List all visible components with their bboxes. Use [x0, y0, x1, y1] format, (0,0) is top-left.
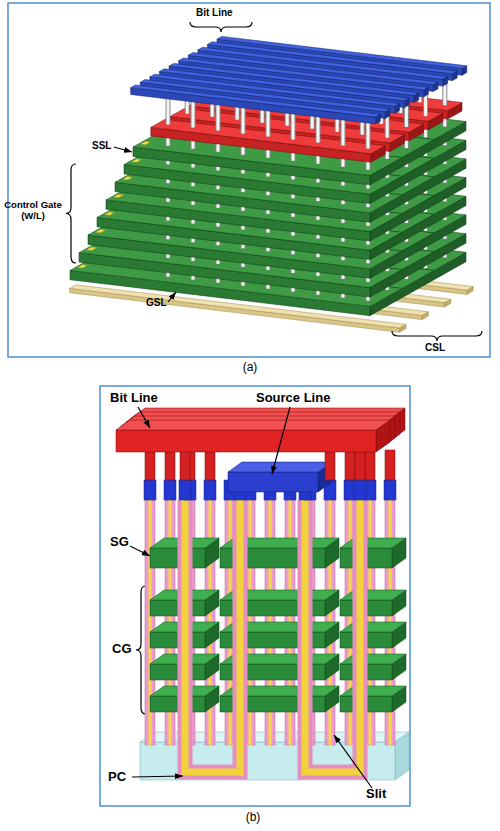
panel-frame — [8, 3, 490, 357]
bracket — [190, 22, 252, 32]
pillar-contact — [204, 480, 216, 500]
channel-pillar — [166, 97, 171, 124]
channel-pillar — [217, 103, 220, 130]
staircase-contact — [96, 230, 106, 233]
bit-line-post — [145, 450, 155, 480]
leader-arrow — [114, 147, 132, 152]
pillar-contact — [354, 480, 366, 500]
bit-line — [131, 88, 376, 124]
bit-line-post — [345, 450, 355, 480]
panel-frame — [100, 386, 410, 806]
bracket — [66, 164, 76, 263]
leader-arrow — [334, 735, 372, 788]
bit-line-post — [325, 450, 335, 480]
u-shaped-pillar — [305, 500, 360, 772]
bit-line-label: Bit Line — [196, 7, 233, 19]
cg-label: CG — [112, 642, 132, 657]
control-gate-bar — [340, 622, 406, 632]
channel-pillar — [342, 118, 345, 145]
u-shaped-pillar — [185, 500, 240, 772]
bracket — [392, 331, 482, 341]
bit-line-post — [355, 450, 365, 480]
csl-label: CSL — [425, 342, 445, 354]
control-gate-bar — [340, 654, 406, 664]
leader-arrow — [132, 776, 183, 777]
channel-pillar — [266, 109, 271, 136]
select-gate-bar — [340, 538, 406, 548]
u-shaped-pillar-core — [305, 500, 360, 772]
gsl-label: GSL — [146, 297, 167, 309]
bit-line-post — [385, 450, 395, 480]
bit-line-slab — [116, 430, 376, 452]
control-gate-bar — [340, 590, 406, 600]
channel-pillar — [167, 97, 170, 124]
source-line-block — [228, 462, 332, 472]
channel-pillar — [316, 115, 321, 142]
panel-caption: (a) — [243, 361, 258, 375]
staircase-contact — [78, 265, 88, 268]
staircase-contact — [114, 194, 124, 197]
bit-line — [131, 85, 381, 117]
u-shaped-pillar-core — [185, 500, 240, 772]
panel-caption: (b) — [246, 811, 261, 825]
bit-line-post — [365, 450, 375, 480]
channel-pillar — [216, 103, 221, 130]
staircase-contact — [141, 141, 151, 144]
channel-pillar — [317, 115, 320, 142]
staircase-contact — [105, 212, 115, 215]
pbics-illustration — [116, 408, 409, 780]
leader-arrow — [168, 292, 176, 302]
staircase-contact — [87, 247, 97, 250]
leader-arrow — [138, 407, 150, 428]
channel-pillar — [192, 100, 195, 127]
channel-pillar — [367, 121, 370, 148]
channel-pillar — [292, 112, 295, 139]
bit-line-post — [180, 450, 190, 480]
bit-line-post — [205, 450, 215, 480]
vnand-array-illustration — [70, 36, 474, 332]
channel-pillar — [291, 112, 296, 139]
staircase-contact — [132, 159, 142, 162]
staircase-contact — [123, 177, 133, 180]
pc-label: PC — [108, 770, 126, 785]
bit-line-slab — [116, 420, 390, 430]
channel-pillar — [267, 109, 270, 136]
bit-line-post — [165, 450, 175, 480]
sg-label: SG — [110, 535, 129, 550]
channel-pillar — [191, 100, 196, 127]
source-line-block — [228, 472, 318, 492]
pillar-contact — [179, 480, 191, 500]
pillar-contact — [144, 480, 156, 500]
channel-pillar — [241, 106, 246, 133]
ssl-label: SSL — [92, 140, 111, 152]
pillar-contact — [164, 480, 176, 500]
source-line-label: Source Line — [256, 391, 330, 406]
bit-line-label: Bit Line — [110, 391, 158, 406]
control-gate-label: Control Gate (W/L) — [2, 200, 64, 222]
slit-label: Slit — [366, 787, 386, 802]
leader-arrow — [272, 407, 290, 474]
control-gate-bar — [340, 686, 406, 696]
pillar-contact — [384, 480, 396, 500]
bracket — [136, 586, 146, 714]
channel-pillar — [242, 106, 245, 133]
leader-arrow — [130, 546, 150, 556]
channel-pillar — [341, 118, 346, 145]
channel-pillar — [366, 121, 371, 148]
